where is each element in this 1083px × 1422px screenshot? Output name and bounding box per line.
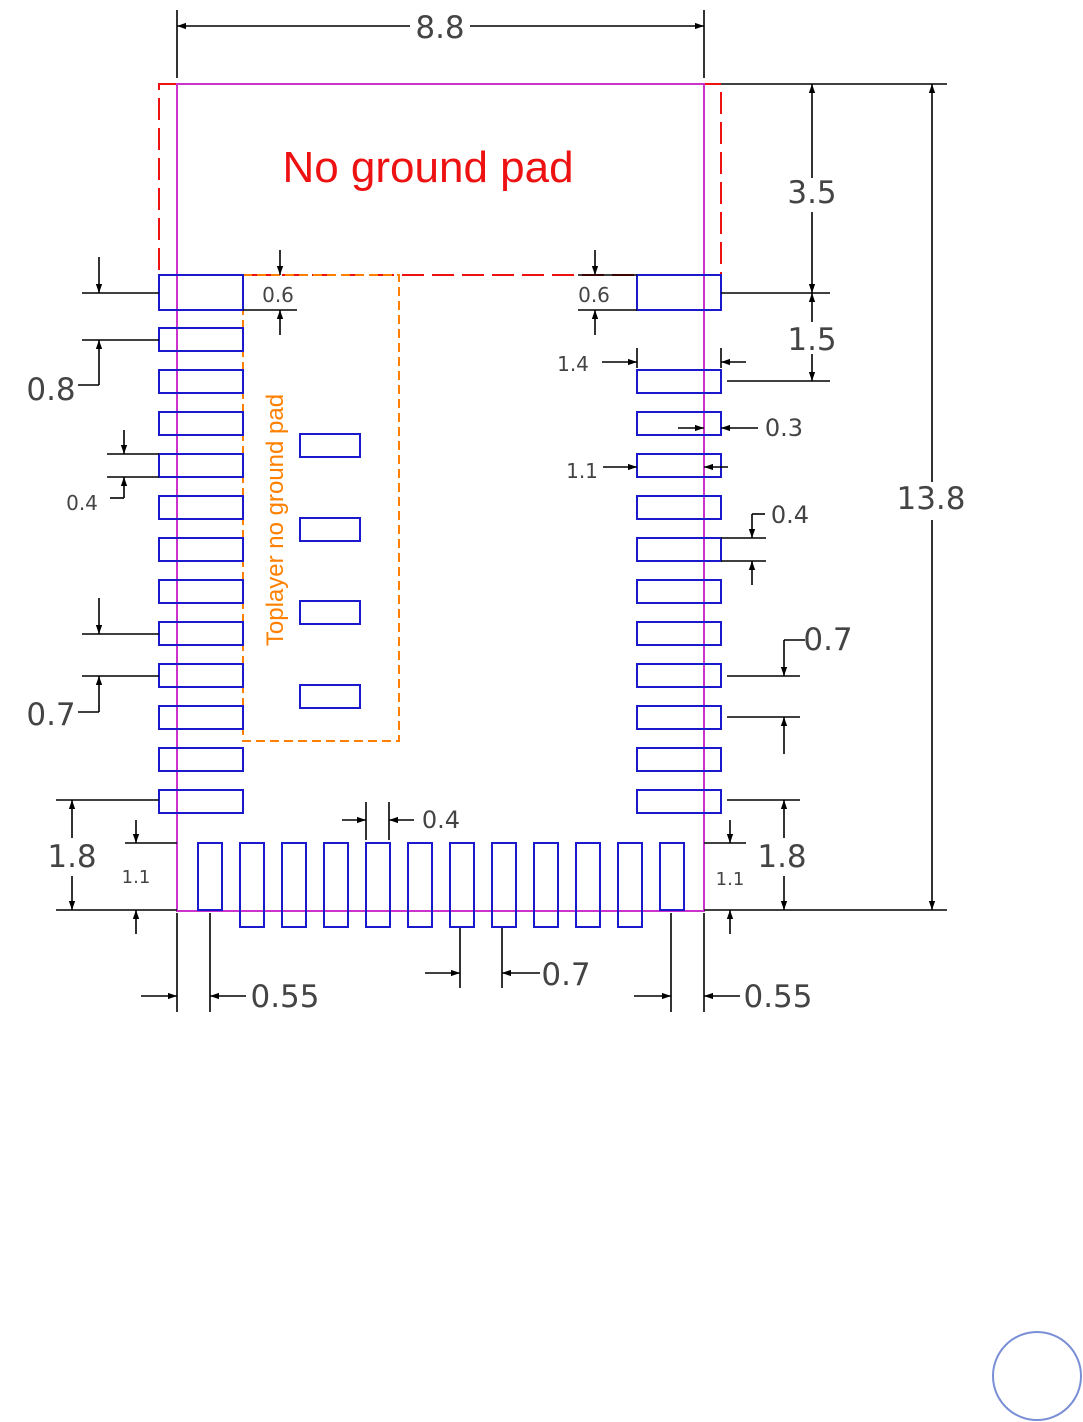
pad-right-1 xyxy=(637,370,721,393)
pad-left-9 xyxy=(159,664,243,687)
dim-bottom-edge-right: 0.55 xyxy=(743,979,812,1015)
pad-bottom-7 xyxy=(450,843,474,927)
dim-width-8.8: 8.8 xyxy=(415,10,464,46)
dim-top-pad-height-left: 0.6 xyxy=(262,283,294,307)
pad-right-11 xyxy=(637,790,721,813)
pad-left-6 xyxy=(159,538,243,561)
dim-bottom-pad-pitch: 0.7 xyxy=(541,957,590,993)
pad-right-7 xyxy=(637,622,721,645)
pad-right-9 xyxy=(637,706,721,729)
page-number-circle-icon xyxy=(993,1332,1081,1420)
dim-top-pad-height-right: 0.6 xyxy=(578,283,610,307)
pad-bottom-3 xyxy=(282,843,306,927)
dim-bottom-corner-left: 1.8 xyxy=(47,839,96,875)
dim-pad-height-right: 0.4 xyxy=(771,501,809,529)
pad-bottom-10 xyxy=(576,843,600,927)
dim-pad-pitch-left-bottom: 0.7 xyxy=(26,697,75,733)
pad-right-3 xyxy=(637,454,721,477)
pad-bottom-4 xyxy=(324,843,348,927)
pad-left-1 xyxy=(159,328,243,351)
dim-pad-pitch-left-top: 0.8 xyxy=(26,372,75,408)
dim-pad-pitch-right: 0.7 xyxy=(803,622,852,658)
dim-pad-inner-length-right: 1.1 xyxy=(566,459,598,483)
dim-bottom-corner-right: 1.8 xyxy=(757,839,806,875)
dim-antenna-keepout-3.5: 3.5 xyxy=(787,175,836,211)
pad-left-top xyxy=(159,275,243,310)
dim-bottom-inset-right: 1.1 xyxy=(716,869,745,890)
dim-bottom-inset-left: 1.1 xyxy=(122,867,151,888)
pad-left-8 xyxy=(159,622,243,645)
pad-right-2 xyxy=(637,412,721,435)
pad-left-11 xyxy=(159,748,243,771)
no-ground-pad-label: No ground pad xyxy=(282,143,573,192)
pad-left-2 xyxy=(159,370,243,393)
pad-left-7 xyxy=(159,580,243,603)
pad-inner-4 xyxy=(300,685,360,708)
pad-right-8 xyxy=(637,664,721,687)
dim-pad-overhang-right: 0.3 xyxy=(765,414,803,442)
dim-pad-length-right: 1.4 xyxy=(557,352,589,376)
pad-left-12 xyxy=(159,790,243,813)
dim-bottom-edge-left: 0.55 xyxy=(250,979,319,1015)
pad-bottom-11 xyxy=(618,843,642,927)
dim-top-pad-offset-1.5: 1.5 xyxy=(787,322,836,358)
pad-right-10 xyxy=(637,748,721,771)
pad-bottom-9 xyxy=(534,843,558,927)
pad-bottom-2 xyxy=(240,843,264,927)
pad-bottom-8 xyxy=(492,843,516,927)
dim-bottom-pad-width: 0.4 xyxy=(422,806,460,834)
pad-right-5 xyxy=(637,538,721,561)
pad-right-4 xyxy=(637,496,721,519)
pad-inner-1 xyxy=(300,434,360,457)
pad-inner-2 xyxy=(300,518,360,541)
pad-right-6 xyxy=(637,580,721,603)
pad-left-4 xyxy=(159,454,243,477)
toplayer-no-ground-pad-label: Toplayer no ground pad xyxy=(262,394,289,646)
pad-bottom-5 xyxy=(366,843,390,927)
pad-bottom-6 xyxy=(408,843,432,927)
pad-right-top xyxy=(637,275,721,310)
pad-inner-3 xyxy=(300,601,360,624)
pad-left-10 xyxy=(159,706,243,729)
dim-pad-height-left: 0.4 xyxy=(66,491,98,515)
module-outline xyxy=(177,84,704,911)
pad-bottom-1 xyxy=(198,843,222,910)
pad-left-5 xyxy=(159,496,243,519)
pad-left-3 xyxy=(159,412,243,435)
dim-height-13.8: 13.8 xyxy=(896,481,965,517)
pad-bottom-12 xyxy=(660,843,684,910)
